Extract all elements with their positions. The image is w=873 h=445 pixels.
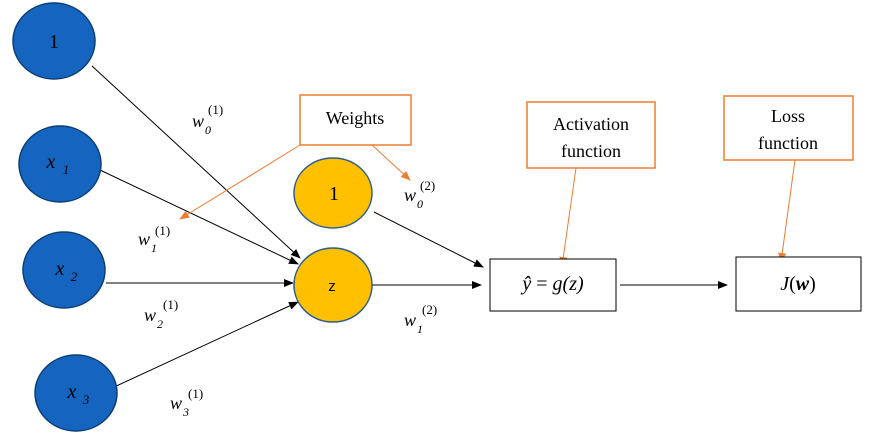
loss-arg: w bbox=[796, 273, 810, 295]
input-node-x1: x 1 bbox=[18, 125, 102, 203]
activation-arg: (z) bbox=[563, 273, 584, 295]
w0-1-var: w bbox=[192, 111, 204, 131]
edges-layer-1 bbox=[91, 65, 301, 389]
w0-2-sub: 0 bbox=[417, 197, 423, 211]
input-x3-var: x bbox=[67, 381, 77, 403]
weight-w0-2: w 0 (2) bbox=[404, 178, 435, 211]
activation-equation: ŷ = g(z) bbox=[520, 273, 584, 295]
w2-1-sup: (1) bbox=[163, 297, 178, 312]
input-x1-sub: 1 bbox=[63, 162, 70, 177]
weight-w3-1: w 3 (1) bbox=[170, 386, 203, 419]
w1-1-sub: 1 bbox=[151, 241, 157, 255]
w1-2-sub: 1 bbox=[417, 322, 423, 336]
equals-sign: = bbox=[531, 273, 552, 295]
activation-arrow bbox=[559, 167, 577, 267]
weights-layer-1: w 0 (1) w 1 (1) w 2 (1) w 3 (1) bbox=[138, 102, 223, 419]
w3-1-sub: 3 bbox=[182, 405, 189, 419]
weight-w1-1: w 1 (1) bbox=[138, 223, 170, 255]
z-node-label: z bbox=[328, 278, 336, 295]
edge-x1-to-z bbox=[99, 169, 299, 265]
weights-callout: Weights bbox=[299, 94, 412, 146]
loss-callout: Loss function bbox=[723, 95, 854, 161]
weights-arrow-left bbox=[179, 144, 301, 220]
edges-layer-2 bbox=[372, 211, 728, 289]
activation-callout: Activation function bbox=[526, 101, 656, 169]
loss-output-box: J(w) bbox=[735, 256, 862, 312]
loss-fn: J bbox=[780, 273, 790, 295]
input-x3-sub: 3 bbox=[82, 392, 90, 407]
activation-output-box: ŷ = g(z) bbox=[489, 258, 617, 312]
weight-w2-1: w 2 (1) bbox=[144, 297, 178, 331]
w0-1-sup: (1) bbox=[208, 102, 223, 117]
weights-layer-2: w 0 (2) w 1 (2) bbox=[404, 178, 437, 336]
input-x2-sub: 2 bbox=[71, 269, 78, 284]
loss-arrow bbox=[778, 159, 796, 263]
w2-1-var: w bbox=[144, 305, 156, 325]
input-node-x2: x 2 bbox=[22, 231, 106, 309]
activation-fn: g bbox=[553, 273, 563, 295]
w1-1-var: w bbox=[138, 229, 150, 249]
input-node-bias: 1 bbox=[12, 2, 96, 80]
input-x2-var: x bbox=[55, 258, 65, 280]
input-layer: 1 x 1 x 2 x 3 bbox=[12, 2, 118, 432]
loss-callout-line2: function bbox=[758, 133, 818, 153]
weight-w0-1: w 0 (1) bbox=[192, 102, 223, 137]
edge-x3-to-z bbox=[111, 301, 299, 389]
activation-callout-line2: function bbox=[561, 141, 621, 161]
w0-2-sup: (2) bbox=[420, 178, 435, 193]
loss-close-paren: ) bbox=[809, 273, 816, 295]
weights-arrow-right bbox=[371, 144, 411, 181]
input-node-x3: x 3 bbox=[34, 354, 118, 432]
input-bias-label: 1 bbox=[49, 31, 59, 53]
w0-2-var: w bbox=[404, 185, 416, 205]
input-x1-var: x bbox=[46, 151, 56, 173]
bias-node-2-label: 1 bbox=[329, 183, 339, 205]
edge-bias2-to-yhat bbox=[373, 211, 484, 268]
hidden-layer: 1 z bbox=[293, 157, 373, 323]
z-node: z bbox=[293, 247, 373, 323]
w3-1-var: w bbox=[170, 393, 182, 413]
loss-open-paren: ( bbox=[789, 273, 796, 295]
loss-expression: J(w) bbox=[780, 273, 816, 295]
weight-w1-2: w 1 (2) bbox=[404, 302, 437, 336]
bias-node-2: 1 bbox=[293, 157, 373, 229]
w1-1-sup: (1) bbox=[155, 223, 170, 238]
w2-1-sub: 2 bbox=[157, 317, 163, 331]
y-hat: ŷ bbox=[520, 273, 531, 295]
w1-2-sup: (2) bbox=[422, 302, 437, 317]
w1-2-var: w bbox=[404, 310, 416, 330]
edge-bias-to-z bbox=[91, 65, 301, 259]
activation-callout-line1: Activation bbox=[553, 114, 629, 134]
loss-callout-line1: Loss bbox=[771, 106, 805, 126]
w0-1-sub: 0 bbox=[205, 123, 211, 137]
callout-arrows bbox=[179, 144, 796, 267]
weights-callout-text: Weights bbox=[326, 108, 385, 128]
w3-1-sup: (1) bbox=[188, 386, 203, 401]
